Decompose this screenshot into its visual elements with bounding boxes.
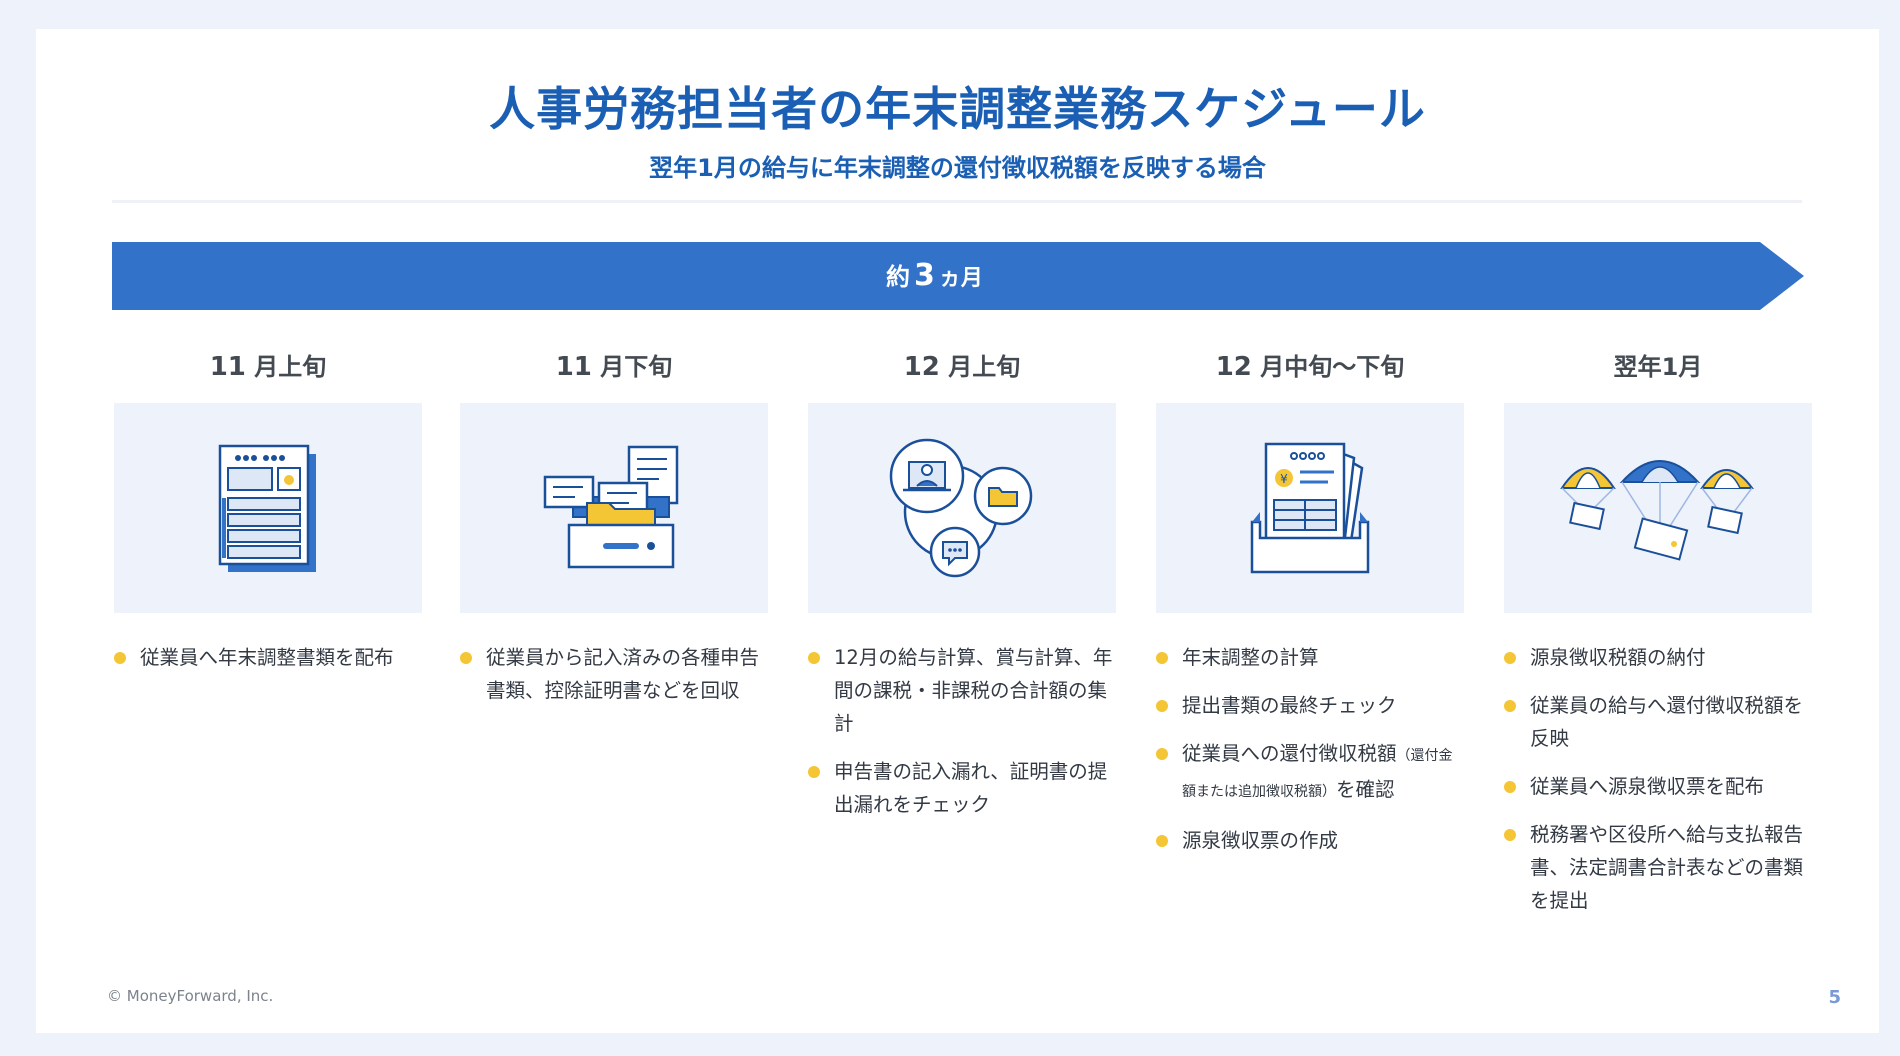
bullet-dot [1156, 652, 1168, 664]
task-text: 源泉徴収税額の納付 [1530, 646, 1706, 669]
illustration-card: ¥ [1156, 403, 1464, 613]
timeline-prefix: 約 [886, 263, 911, 291]
task-text: 提出書類の最終チェック [1182, 694, 1397, 717]
task-text: 従業員への還付徴収税額 [1182, 742, 1397, 765]
period-text: 月上旬 [254, 353, 327, 381]
illustration-card [460, 403, 768, 613]
task-text: 税務署や区役所へ給与支払報告書、法定調書合計表などの書類を提出 [1530, 823, 1804, 912]
task-text-after: を確認 [1336, 778, 1395, 801]
timeline-unit: ヵ月 [938, 266, 983, 291]
task-list: 従業員から記入済みの各種申告書類、控除証明書などを回収 [460, 641, 768, 707]
page-title: 人事労務担当者の年末調整業務スケジュール [489, 82, 1426, 136]
period-number: 11 [209, 352, 246, 382]
bullet-dot [808, 766, 820, 778]
list-item: 従業員へ年末調整書類を配布 [114, 641, 422, 674]
illustration-card [114, 403, 422, 613]
list-item: 提出書類の最終チェック [1156, 689, 1464, 722]
task-text: 年末調整の計算 [1182, 646, 1319, 669]
timeline-number: 3 [914, 258, 935, 293]
period-number: 12 [1215, 352, 1252, 382]
period-heading: 12 月上旬 [808, 347, 1116, 387]
period-text: 月上旬 [948, 353, 1021, 381]
file-box-icon [543, 445, 679, 569]
bullet-dot [808, 652, 820, 664]
schedule-column-3: 12 月上旬 12月の給与計算、賞与計算、年間の課税・非課税の合計額の集計 申告… [808, 347, 1116, 836]
list-item: 12月の給与計算、賞与計算、年間の課税・非課税の合計額の集計 [808, 641, 1116, 740]
task-list: 従業員へ年末調整書類を配布 [114, 641, 422, 674]
task-text: 源泉徴収票の作成 [1182, 829, 1339, 852]
list-item: 申告書の記入漏れ、証明書の提出漏れをチェック [808, 755, 1116, 821]
list-item: 従業員へ源泉徴収票を配布 [1504, 770, 1812, 803]
bullet-dot [1156, 700, 1168, 712]
illustration-card [808, 403, 1116, 613]
tax-documents-icon: ¥ [1250, 442, 1370, 574]
task-note: （還付金額または追加徴収税額） [1182, 748, 1453, 800]
page-subtitle: 翌年1月の給与に年末調整の還付徴収税額を反映する場合 [649, 154, 1266, 182]
illustration-card [1504, 403, 1812, 613]
schedule-column-1: 11 月上旬 従業員へ年末調整書類を配布 [114, 347, 422, 689]
page-number: 5 [1828, 987, 1841, 1008]
task-list: 源泉徴収税額の納付 従業員の給与へ還付徴収税額を反映 従業員へ源泉徴収票を配布 … [1504, 641, 1812, 917]
document-icon [218, 444, 316, 572]
task-text: 申告書の記入漏れ、証明書の提出漏れをチェック [834, 760, 1108, 816]
period-text: 月中旬～下旬 [1260, 353, 1405, 381]
bullet-dot [1156, 835, 1168, 847]
task-text: 従業員へ源泉徴収票を配布 [1530, 775, 1765, 798]
list-item: 従業員から記入済みの各種申告書類、控除証明書などを回収 [460, 641, 768, 707]
period-text: 月下旬 [600, 353, 673, 381]
divider [112, 200, 1802, 203]
bullet-dot [1156, 748, 1168, 760]
task-text: 従業員へ年末調整書類を配布 [140, 646, 394, 669]
task-text: 12月の給与計算、賞与計算、年間の課税・非課税の合計額の集計 [834, 646, 1113, 735]
period-heading: 11 月下旬 [460, 347, 768, 387]
bullet-dot [460, 652, 472, 664]
period-number: 12 [903, 352, 940, 382]
parachute-delivery-icon [1560, 460, 1754, 561]
bullet-dot [1504, 781, 1516, 793]
bullet-dot [1504, 829, 1516, 841]
period-number: 11 [555, 352, 592, 382]
period-heading: 12 月中旬～下旬 [1156, 347, 1464, 387]
period-heading: 翌年1月 [1504, 347, 1812, 387]
schedule-column-5: 翌年1月 源泉徴収税額の [1504, 347, 1812, 932]
task-text: 従業員の給与へ還付徴収税額を反映 [1530, 694, 1804, 750]
bullet-dot [1504, 700, 1516, 712]
copyright: © MoneyForward, Inc. [107, 987, 274, 1005]
list-item: 年末調整の計算 [1156, 641, 1464, 674]
list-item: 従業員の給与へ還付徴収税額を反映 [1504, 689, 1812, 755]
bullet-dot [1504, 652, 1516, 664]
svg-text:¥: ¥ [1280, 472, 1288, 486]
schedule-column-2: 11 月下旬 従業員から記入済みの各種申告書類、控除証明書な [460, 347, 768, 722]
list-item: 従業員への還付徴収税額（還付金額または追加徴収税額）を確認 [1156, 737, 1464, 809]
list-item: 税務署や区役所へ給与支払報告書、法定調書合計表などの書類を提出 [1504, 818, 1812, 917]
task-list: 年末調整の計算 提出書類の最終チェック 従業員への還付徴収税額（還付金額または追… [1156, 641, 1464, 857]
collaboration-icon [889, 438, 1033, 578]
schedule-column-4: 12 月中旬～下旬 ¥ [1156, 347, 1464, 872]
task-list: 12月の給与計算、賞与計算、年間の課税・非課税の合計額の集計 申告書の記入漏れ、… [808, 641, 1116, 821]
period-heading: 11 月上旬 [114, 347, 422, 387]
list-item: 源泉徴収票の作成 [1156, 824, 1464, 857]
list-item: 源泉徴収税額の納付 [1504, 641, 1812, 674]
task-text: 従業員から記入済みの各種申告書類、控除証明書などを回収 [486, 646, 760, 702]
period-text: 翌年1月 [1613, 353, 1703, 381]
timeline-arrow [112, 242, 1804, 310]
slide: 人事労務担当者の年末調整業務スケジュール 翌年1月の給与に年末調整の還付徴収税額… [36, 29, 1879, 1033]
bullet-dot [114, 652, 126, 664]
